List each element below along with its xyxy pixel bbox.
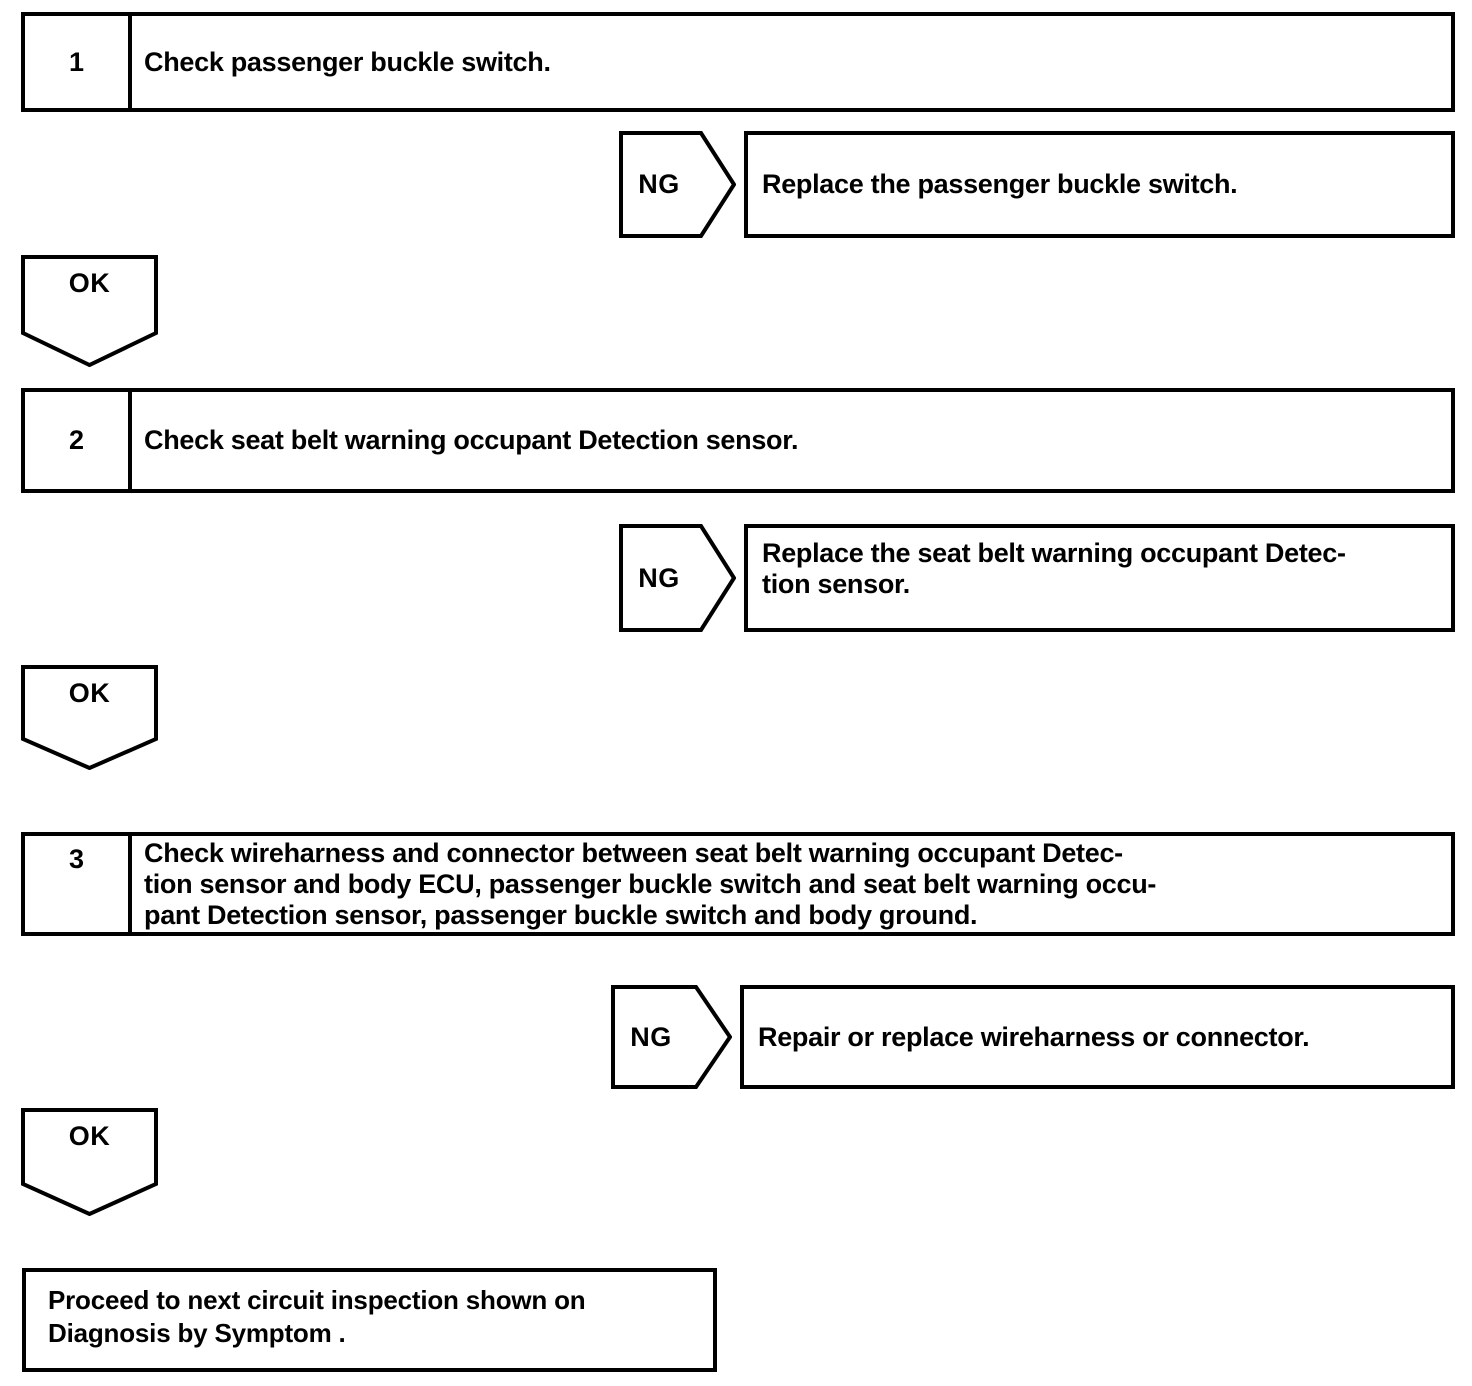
step-3-ok-label: OK (68, 1120, 111, 1151)
step-3-instruction-line3: pant Detection sensor, passenger buckle … (144, 900, 978, 930)
step-1-ng-result-box: Replace the passenger buckle switch. (744, 131, 1455, 238)
step-2-ng-label: NG (638, 562, 680, 593)
step-2-instruction: Check seat belt warning occupant Detecti… (144, 425, 799, 455)
ok-pentagon-icon (21, 665, 158, 770)
step-2-box: 2 Check seat belt warning occupant Detec… (21, 388, 1455, 493)
step-2-number: 2 (25, 392, 132, 489)
step-1-ng-action: Replace the passenger buckle switch. (762, 169, 1238, 199)
terminal-line-1: Proceed to next circuit inspection shown… (48, 1285, 586, 1315)
step-2-ng-result-box: Replace the seat belt warning occupant D… (744, 524, 1455, 632)
step-1-ng-label: NG (638, 169, 680, 199)
terminal-box: Proceed to next circuit inspection shown… (22, 1268, 717, 1372)
step-2-ng-action-line1: Replace the seat belt warning occupant D… (762, 538, 1346, 568)
ng-pentagon-icon (611, 985, 732, 1089)
step-3-ng-tag: NG (611, 985, 732, 1089)
terminal-line-2: Diagnosis by Symptom . (48, 1318, 346, 1348)
ok-pentagon-icon (21, 255, 158, 367)
step-3-instruction-line2: tion sensor and body ECU, passenger buck… (144, 869, 1157, 899)
step-3-ng-label: NG (630, 1021, 672, 1052)
step-1-box: 1 Check passenger buckle switch. (21, 12, 1455, 112)
step-3-ok-tag: OK (21, 1108, 158, 1216)
step-2-ng-action-line2: tion sensor. (762, 569, 910, 599)
step-2-ng-tag: NG (619, 524, 736, 632)
ng-pentagon-icon (619, 131, 736, 238)
step-1-instruction: Check passenger buckle switch. (144, 46, 551, 77)
step-1-ok-label: OK (68, 267, 111, 298)
ng-pentagon-icon (619, 524, 736, 632)
step-3-instruction-line1: Check wireharness and connector between … (144, 838, 1123, 868)
step-3-ng-action: Repair or replace wireharness or connect… (758, 1021, 1310, 1052)
step-3-ng-result-box: Repair or replace wireharness or connect… (740, 985, 1455, 1089)
step-1-ok-tag: OK (21, 255, 158, 367)
step-3-box: 3 Check wireharness and connector betwee… (21, 832, 1455, 936)
step-2-ok-tag: OK (21, 665, 158, 770)
step-3-number: 3 (25, 836, 132, 932)
step-3-instruction: Check wireharness and connector between … (132, 836, 1451, 932)
step-1-ng-tag: NG (619, 131, 736, 238)
step-1-number: 1 (25, 16, 132, 108)
step-2-ok-label: OK (68, 677, 111, 708)
ok-pentagon-icon (21, 1108, 158, 1216)
